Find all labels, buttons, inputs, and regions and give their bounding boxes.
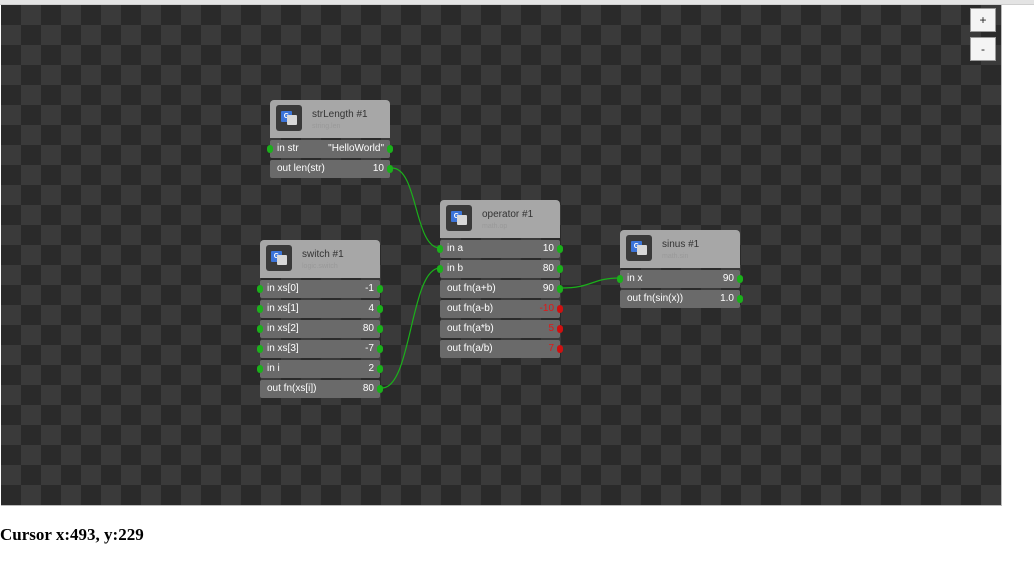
port-label: out len(str)	[277, 163, 325, 174]
output-port-difference[interactable]: out fn(a-b) -10	[440, 300, 563, 318]
output-connector[interactable]	[377, 345, 383, 353]
input-port-xs2[interactable]: in xs[2] 80	[257, 320, 383, 338]
port-label: out fn(a/b)	[447, 343, 493, 354]
window-top-border	[0, 0, 1034, 5]
output-connector[interactable]	[387, 145, 393, 153]
input-connector[interactable]	[437, 245, 443, 253]
port-value[interactable]: 4	[368, 303, 374, 314]
port-label: out fn(sin(x))	[627, 293, 684, 304]
output-port-sin[interactable]: out fn(sin(x)) 1.0	[620, 290, 743, 308]
output-connector[interactable]	[377, 365, 383, 373]
input-connector[interactable]	[257, 345, 263, 353]
node-subtitle: logic.switch	[302, 263, 338, 270]
port-value: 1.0	[720, 293, 734, 304]
port-value[interactable]: 80	[542, 263, 554, 274]
cursor-position-readout: Cursor x:493, y:229	[0, 525, 144, 544]
port-label: in xs[0]	[267, 283, 299, 294]
output-port-product[interactable]: out fn(a*b) 5	[440, 320, 563, 338]
port-value[interactable]: 10	[542, 243, 554, 254]
output-connector[interactable]	[737, 295, 743, 303]
port-value: 90	[542, 283, 554, 294]
node-subtitle: string.len	[312, 123, 341, 130]
node-header[interactable]: G sinus #1 math.sin	[620, 230, 740, 268]
port-label: in i	[267, 363, 280, 374]
port-label: in x	[627, 273, 643, 284]
port-value: 10	[372, 163, 384, 174]
port-label: out fn(xs[i])	[267, 383, 317, 394]
input-connector[interactable]	[257, 305, 263, 313]
port-label: in xs[3]	[267, 343, 299, 354]
port-value[interactable]: -7	[365, 343, 374, 354]
output-connector[interactable]	[557, 305, 563, 313]
port-label: out fn(a*b)	[447, 323, 494, 334]
port-label: in str	[277, 143, 299, 154]
input-connector[interactable]	[257, 365, 263, 373]
port-label: out fn(a-b)	[447, 303, 494, 314]
node-subtitle: math.sin	[662, 253, 689, 260]
port-value: 5	[548, 323, 554, 334]
port-value[interactable]: 90	[722, 273, 734, 284]
port-value[interactable]: "HelloWorld"	[328, 143, 384, 154]
input-port-str[interactable]: in str "HelloWorld"	[267, 140, 393, 158]
output-connector[interactable]	[557, 325, 563, 333]
input-port-xs3[interactable]: in xs[3] -7	[257, 340, 383, 358]
input-connector[interactable]	[257, 325, 263, 333]
input-port-xs0[interactable]: in xs[0] -1	[257, 280, 383, 298]
input-port-xs1[interactable]: in xs[1] 4	[257, 300, 383, 318]
port-label: in xs[2]	[267, 323, 299, 334]
node-header[interactable]: G operator #1 math.op	[440, 200, 560, 238]
output-connector[interactable]	[377, 305, 383, 313]
output-connector[interactable]	[377, 385, 383, 393]
output-connector[interactable]	[557, 285, 563, 293]
node-title: sinus #1	[662, 239, 700, 250]
node-operator[interactable]: G operator #1 math.op in a 10 in b 80 ou…	[437, 200, 563, 360]
port-label: in xs[1]	[267, 303, 299, 314]
port-value: 80	[362, 383, 374, 394]
output-connector[interactable]	[737, 275, 743, 283]
port-label: in a	[447, 243, 464, 254]
output-connector[interactable]	[387, 165, 393, 173]
node-sinus[interactable]: G sinus #1 math.sin in x 90 out fn(sin(x…	[617, 230, 743, 310]
output-port-quotient[interactable]: out fn(a/b) 7	[440, 340, 563, 358]
output-port-sum[interactable]: out fn(a+b) 90	[440, 280, 563, 298]
input-port-i[interactable]: in i 2	[257, 360, 383, 378]
output-port-fn-xs-i[interactable]: out fn(xs[i]) 80	[260, 380, 383, 398]
zoom-out-button[interactable]: -	[970, 37, 996, 61]
output-connector[interactable]	[557, 245, 563, 253]
node-switch[interactable]: G switch #1 logic.switch in xs[0] -1 in …	[257, 240, 383, 400]
input-port-x[interactable]: in x 90	[617, 270, 743, 288]
zoom-in-button[interactable]: +	[970, 8, 996, 32]
input-connector[interactable]	[437, 265, 443, 273]
node-function-icon: G	[446, 205, 472, 231]
port-label: in b	[447, 263, 464, 274]
node-function-icon: G	[626, 235, 652, 261]
node-strlength[interactable]: G strLength #1 string.len in str "HelloW…	[267, 100, 393, 180]
port-value[interactable]: -1	[365, 283, 374, 294]
output-port-len[interactable]: out len(str) 10	[270, 160, 393, 178]
port-value[interactable]: 2	[368, 363, 374, 374]
output-connector[interactable]	[557, 345, 563, 353]
port-value[interactable]: 80	[362, 323, 374, 334]
output-connector[interactable]	[377, 325, 383, 333]
output-connector[interactable]	[377, 285, 383, 293]
input-port-a[interactable]: in a 10	[437, 240, 563, 258]
node-function-icon: G	[266, 245, 292, 271]
port-value: 7	[548, 343, 554, 354]
node-header[interactable]: G strLength #1 string.len	[270, 100, 390, 138]
node-subtitle: math.op	[482, 223, 508, 230]
input-port-b[interactable]: in b 80	[437, 260, 563, 278]
node-title: strLength #1	[312, 109, 368, 120]
input-connector[interactable]	[617, 275, 623, 283]
node-title: operator #1	[482, 209, 534, 220]
port-value: -10	[539, 303, 554, 314]
port-label: out fn(a+b)	[447, 283, 496, 294]
node-title: switch #1	[302, 249, 344, 260]
input-connector[interactable]	[257, 285, 263, 293]
node-header[interactable]: G switch #1 logic.switch	[260, 240, 380, 278]
node-function-icon: G	[276, 105, 302, 131]
input-connector[interactable]	[267, 145, 273, 153]
output-connector[interactable]	[557, 265, 563, 273]
